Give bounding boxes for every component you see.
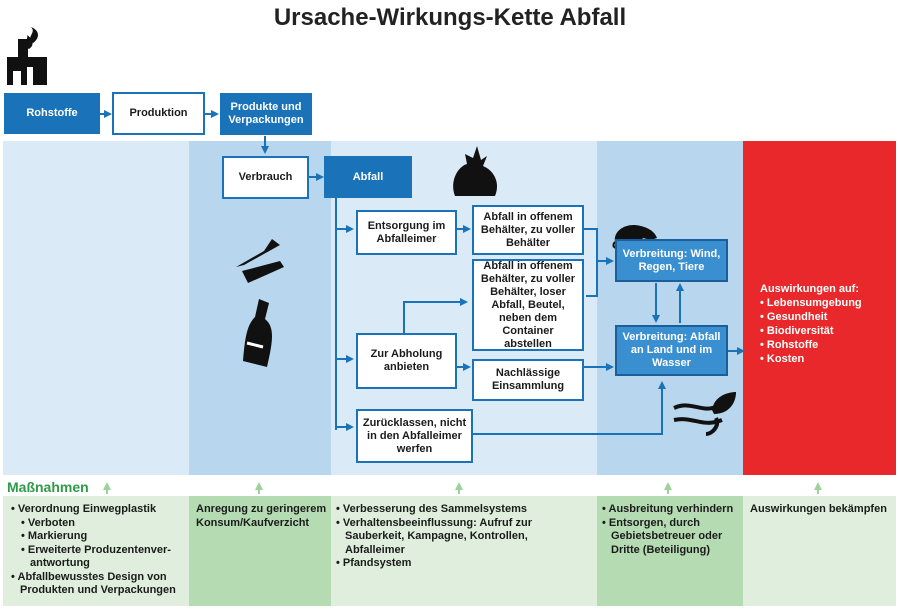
measure-item: Verbesserung des Sammelsystems xyxy=(335,503,585,517)
abfall-box: Abfall xyxy=(324,156,412,198)
factory-icon xyxy=(7,27,47,85)
food-container-icon xyxy=(236,239,284,283)
measures-col-3: Verbesserung des Sammelsystems Verhalten… xyxy=(335,503,585,571)
measures-col-5: Auswirkungen bekämpfen xyxy=(750,503,887,515)
measure-subitem: Markierung xyxy=(10,530,186,544)
measure-subitem: Verboten xyxy=(10,517,186,531)
measure-item: Entsorgen, durch Gebietsbetreuer oder Dr… xyxy=(601,517,741,558)
wind-leaf-icon xyxy=(673,392,736,436)
measures-col-2: Anregung zu geringerem Konsum/Kaufverzic… xyxy=(196,503,327,529)
garbage-bag-icon xyxy=(453,146,498,196)
measures-col-1: Verordnung Einwegplastik Verboten Markie… xyxy=(10,503,186,598)
offen-1-box: Abfall in offenem Behälter, zu voller Be… xyxy=(472,205,584,255)
verbreitung-land-box: Verbreitung: Abfall an Land und im Wasse… xyxy=(615,325,728,376)
bottle-icon xyxy=(243,299,272,367)
effect-item: Biodiversität xyxy=(767,324,890,338)
measures-title: Maßnahmen xyxy=(7,479,89,495)
effects-list: Auswirkungen auf: Lebensumgebung Gesundh… xyxy=(760,282,890,366)
offen-2-box: Abfall in offenem Behälter, zu voller Be… xyxy=(472,259,584,351)
effect-item: Gesundheit xyxy=(767,310,890,324)
band-sources xyxy=(3,141,189,475)
measure-subitem: Erweiterte Produzentenver-antwortung xyxy=(10,544,186,571)
effect-item: Lebensumgebung xyxy=(767,296,890,310)
produktion-box: Produktion xyxy=(112,92,205,135)
measure-item: Pfandsystem xyxy=(335,557,585,571)
zuruecklassen-box: Zurücklassen, nicht in den Abfalleimer w… xyxy=(356,409,473,463)
verbrauch-box: Verbrauch xyxy=(222,156,309,199)
effect-item: Rohstoffe xyxy=(767,338,890,352)
measures-col-4: Ausbreitung verhindern Entsorgen, durch … xyxy=(601,503,741,557)
effects-heading: Auswirkungen auf: xyxy=(760,283,860,295)
effect-item: Kosten xyxy=(767,352,890,366)
measure-item: Verordnung Einwegplastik xyxy=(10,503,186,517)
rohstoffe-box: Rohstoffe xyxy=(4,93,100,134)
einsammlung-box: Nachlässige Einsammlung xyxy=(472,359,584,401)
page-title: Ursache-Wirkungs-Kette Abfall xyxy=(273,4,627,31)
measure-item: Abfallbewusstes Design von Produkten und… xyxy=(10,571,186,598)
measure-item: Verhaltensbeeinflussung: Aufruf zur Saub… xyxy=(335,517,585,558)
entsorgung-box: Entsorgung im Abfalleimer xyxy=(356,210,457,255)
measure-band-5 xyxy=(743,496,896,606)
verbreitung-wind-box: Verbreitung: Wind, Regen, Tiere xyxy=(615,239,728,282)
produkte-box: Produkte und Verpackungen xyxy=(220,93,312,135)
measure-band-2 xyxy=(189,496,331,606)
abholung-box: Zur Abholung anbieten xyxy=(356,333,457,389)
measure-item: Ausbreitung verhindern xyxy=(601,503,741,517)
